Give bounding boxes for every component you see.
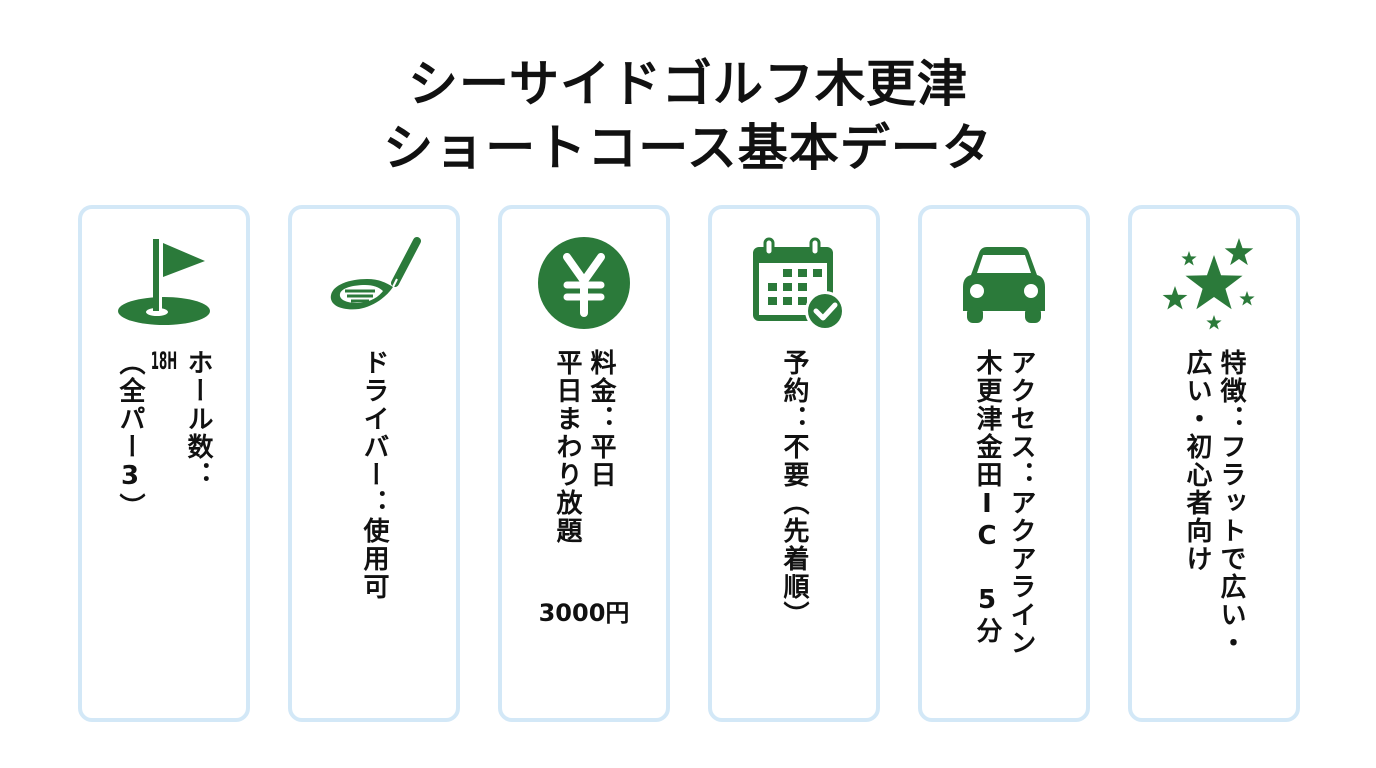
stars-icon [1132, 233, 1296, 333]
fee-price: 3000円 [538, 599, 630, 627]
features-detail: 広い・初心者向け [1182, 349, 1212, 573]
card-access: アクセス：アクアライン木更津金田IC 5分 [918, 205, 1090, 722]
holes-par: （全パー3） [115, 349, 145, 521]
access-label: アクセス：アクアライン [1006, 349, 1036, 657]
golf-driver-icon [292, 233, 456, 333]
card-holes: ホール数：18H（全パー3） [78, 205, 250, 722]
card-reservation: 予約：不要（先着順） [708, 205, 880, 722]
card-fee-text: 料金：平日平日まわり放題 [502, 349, 666, 699]
fee-label: 料金：平日 [586, 349, 616, 489]
holes-label: ホール数： [183, 349, 213, 489]
driver-label: ドライバー：使用可 [359, 349, 389, 601]
card-reservation-text: 予約：不要（先着順） [712, 349, 876, 699]
card-access-text: アクセス：アクアライン木更津金田IC 5分 [922, 349, 1086, 699]
car-icon [922, 233, 1086, 333]
title-line-2: ショートコース基本データ [383, 119, 993, 177]
holes-count: 18H [150, 349, 178, 373]
reservation-label: 予約：不要（先着順） [779, 349, 809, 629]
golf-flag-icon [82, 233, 246, 333]
access-detail: 木更津金田IC 5分 [972, 349, 1002, 645]
title-line-1: シーサイドゴルフ木更津 [408, 55, 968, 113]
yen-coin-icon [502, 233, 666, 333]
card-driver-text: ドライバー：使用可 [292, 349, 456, 699]
card-features: 特徴：フラットで広い・広い・初心者向け [1128, 205, 1300, 722]
calendar-check-icon [712, 233, 876, 333]
card-features-text: 特徴：フラットで広い・広い・初心者向け [1132, 349, 1296, 699]
card-fee: 料金：平日平日まわり放題 3000円 [498, 205, 670, 722]
card-holes-text: ホール数：18H（全パー3） [82, 349, 246, 699]
features-label: 特徴：フラットで広い・ [1216, 349, 1246, 657]
card-driver: ドライバー：使用可 [288, 205, 460, 722]
fee-plan: 平日まわり放題 [552, 349, 582, 545]
page-title: シーサイドゴルフ木更津 ショートコース基本データ [0, 52, 1376, 180]
